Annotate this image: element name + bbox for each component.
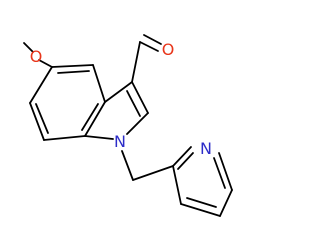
bond-pyr-c4-c5-double — [186, 197, 217, 208]
bond-c7a-c7 — [43, 135, 86, 141]
methoxy-oxygen-label: O — [30, 47, 43, 66]
bond-o-c5 — [38, 59, 53, 68]
bond-pyr-c3-c4 — [172, 165, 182, 205]
atom-labels: O O N N — [30, 40, 212, 158]
bonds — [23, 34, 233, 217]
pyridine-nitrogen-label: N — [200, 139, 212, 158]
bond-pyr-c4-c5 — [180, 203, 221, 217]
structure-diagram: O O N N — [23, 34, 233, 217]
bond-c3a-c7a-double — [81, 103, 99, 131]
bond-c3-cho — [131, 41, 141, 83]
bond-c5-c4-double — [57, 70, 90, 74]
bond-c5-c4 — [51, 64, 94, 68]
indole-nitrogen-label: N — [114, 132, 126, 151]
bond-cho-o-double — [143, 34, 162, 45]
bond-c7-c6 — [29, 102, 45, 141]
bond-pyr-c6-n — [218, 152, 233, 191]
bond-pyr-c5-c6 — [219, 189, 233, 217]
bond-pyr-c3-c2 — [172, 146, 192, 167]
bond-c3-c2 — [131, 81, 149, 114]
bond-c3-c2-double — [126, 90, 141, 117]
bond-pyr-c2-n-double — [177, 152, 194, 170]
aldehyde-oxygen-label: O — [162, 40, 175, 59]
bond-c2-n1 — [126, 112, 149, 135]
bond-c7-c6-double — [35, 103, 49, 134]
bond-ch2-pyr — [132, 165, 174, 181]
bond-cho-o — [139, 41, 159, 52]
bond-pyr-c6-n-double — [213, 157, 226, 189]
bond-c3a-c7a — [84, 101, 106, 137]
bond-c6-c5 — [29, 66, 53, 104]
bond-methyl-o — [23, 42, 34, 53]
bond-n1-c7a — [84, 135, 114, 140]
bond-c4-c3a — [92, 64, 106, 103]
molecule-drawing: O O N N — [23, 34, 233, 217]
bond-n1-ch2 — [121, 150, 134, 181]
bond-c3a-c3 — [104, 81, 133, 103]
